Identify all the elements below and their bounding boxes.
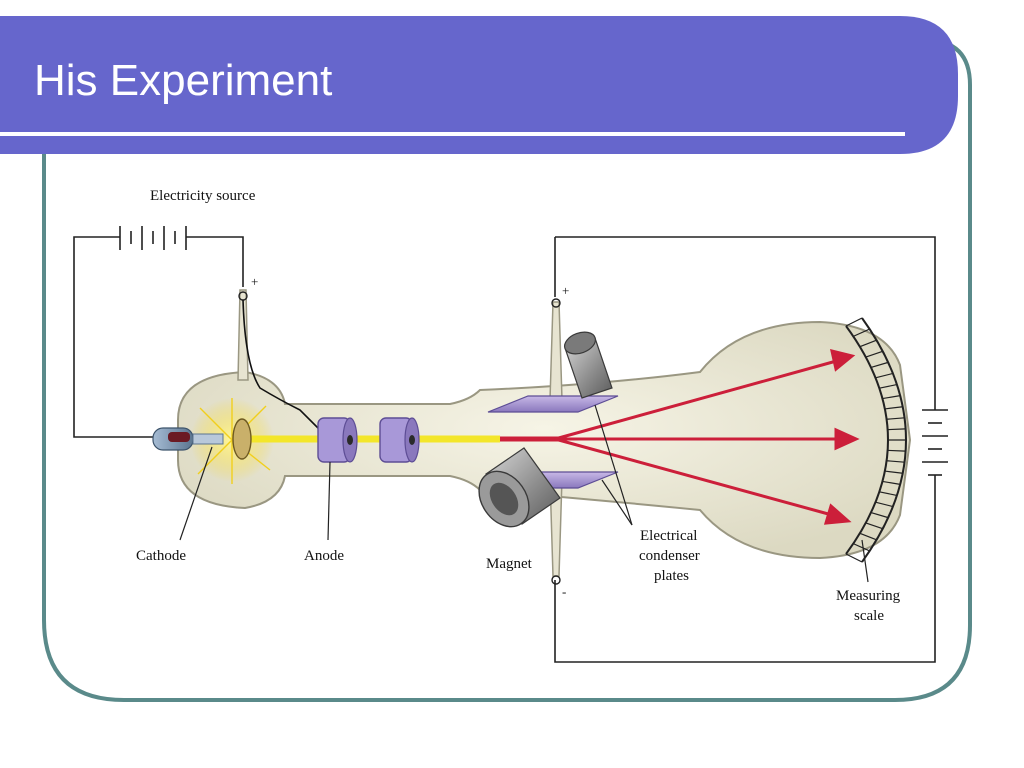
label-electricity-source: Electricity source	[150, 188, 256, 204]
scale-tick	[865, 522, 883, 530]
leader-lines	[179, 404, 869, 583]
scale-tick	[887, 449, 906, 452]
scale-tick	[875, 372, 894, 379]
anode-1	[317, 417, 358, 463]
label-upper-plate-plus: +	[562, 283, 569, 298]
scale-tick	[853, 328, 870, 337]
scale-tick	[845, 317, 863, 327]
scale-tick	[884, 406, 903, 410]
slide-border	[42, 38, 972, 702]
scale-tick	[859, 339, 877, 348]
measuring-scale	[845, 317, 907, 563]
magnet-lower	[478, 447, 561, 528]
deflected-rays	[554, 348, 860, 525]
scale-tick	[886, 417, 905, 420]
scale-tick	[859, 532, 877, 541]
label-anode: Anode	[304, 548, 344, 564]
scale-tick	[870, 511, 889, 519]
right-circuit	[554, 236, 948, 663]
label-magnet: Magnet	[486, 556, 533, 572]
scale-tick	[887, 428, 906, 431]
scale-tick	[853, 543, 870, 552]
scale-tick	[884, 470, 903, 474]
scale-tick	[845, 553, 863, 563]
scale-tick	[875, 501, 894, 508]
scale-tick	[886, 460, 905, 463]
electricity-source-circuit	[73, 226, 244, 438]
magnet-upper	[563, 331, 613, 399]
anode-stem	[237, 289, 249, 381]
label-plates-line3: plates	[654, 568, 689, 584]
label-cathode: Cathode	[136, 548, 186, 564]
label-anode-plus: +	[251, 274, 258, 289]
scale-tick	[879, 383, 898, 389]
upper-plate-stem	[549, 301, 563, 401]
anode-2	[379, 417, 420, 463]
label-scale-line1: Measuring	[836, 588, 901, 604]
label-plates-line1: Electrical	[640, 528, 697, 544]
scale-tick	[879, 491, 898, 497]
diagram: Electricity source Cathode Anode Magnet …	[73, 188, 948, 663]
upper-condenser-plate	[487, 395, 619, 413]
label-lower-plate-minus: -	[562, 584, 566, 599]
scale-tick	[882, 480, 901, 485]
scale-tick	[882, 395, 901, 400]
slide-title: His Experiment	[34, 56, 332, 105]
scale-tick	[870, 361, 889, 369]
title-banner	[0, 16, 958, 154]
label-plates-line2: condenser	[639, 548, 700, 564]
scale-tick	[865, 350, 883, 358]
cathode	[152, 427, 224, 451]
label-scale-line2: scale	[854, 608, 884, 624]
cathode-disc	[232, 418, 252, 460]
